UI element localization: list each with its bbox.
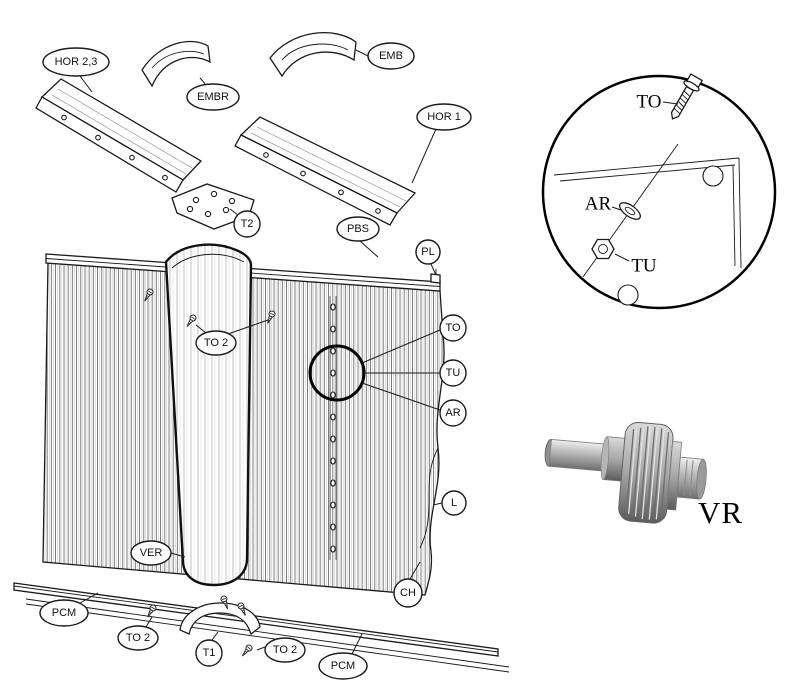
callout-pcm-right: PCM [318,633,368,680]
part-t1-bracket [179,602,261,636]
detail-label-tu: TU [631,256,657,277]
callout-label: PBS [347,223,369,235]
callout-label: T2 [241,218,254,230]
detail-label-to: TO [637,92,662,113]
callout-label: HOR 1 [427,111,461,123]
callout-label: T1 [203,647,216,659]
screw-icon [239,643,254,659]
callout-ver: VER [130,540,186,566]
part-embr-cap [141,40,211,88]
callout-ar: AR [361,382,467,427]
pl-clip [430,273,441,284]
callout-label: PCM [52,607,76,619]
part-hor23-rail [35,78,203,193]
callout-label: TO 2 [273,644,297,656]
vr-label: VR [698,495,743,530]
lower-hole [617,284,639,306]
callout-ch: CH [393,561,423,608]
callout-label: TO 2 [126,632,150,644]
corner-hole [702,165,724,187]
callout-emb: EMB [355,42,415,70]
callout-hor1: HOR 1 [411,103,472,184]
callout-label: EMBR [197,91,229,103]
part-t2-plate [171,183,255,230]
callout-to2-left: TO 2 [117,616,159,651]
callout-label: L [451,497,457,509]
part-vr-fitting [544,421,707,524]
part-ver-upright [164,243,253,587]
part-hor1-rail [234,116,417,226]
callout-tu: TU [364,359,467,387]
callout-label: VER [140,547,163,559]
callout-l: L [432,490,467,516]
callout-label: PL [421,246,434,258]
wall-seam [329,296,337,560]
callout-label: PCM [331,660,355,672]
part-emb-cap [269,32,357,78]
detail-screw-to [670,73,704,120]
callout-hor23: HOR 2,3 [42,47,110,93]
callout-label: EMB [379,50,403,62]
callout-t2: T2 [229,208,261,238]
callout-label: AR [445,407,460,419]
callout-label: CH [400,587,416,599]
callout-to2-wall: TO 2 [195,319,269,356]
torn-edge-line [419,447,439,549]
callout-pl: PL [415,239,441,276]
callout-label: TO [445,322,461,334]
callout-label: HOR 2,3 [55,56,98,68]
detail-washer-ar [619,202,641,220]
callout-embr: EMBR [186,77,240,111]
part-bottom-rail [13,582,510,673]
callout-label: TO 2 [204,337,228,349]
detail-nut-tu [591,238,615,260]
callout-pcm-left: PCM [39,592,99,627]
callout-to2-right: TO 2 [256,637,306,663]
callout-t1: T1 [195,631,223,667]
callout-to: TO [361,314,467,364]
callout-label: TU [446,367,461,379]
detail-view: TO AR TU [541,73,777,310]
detail-label-ar: AR [585,194,612,215]
callout-pbs: PBS [336,216,380,258]
